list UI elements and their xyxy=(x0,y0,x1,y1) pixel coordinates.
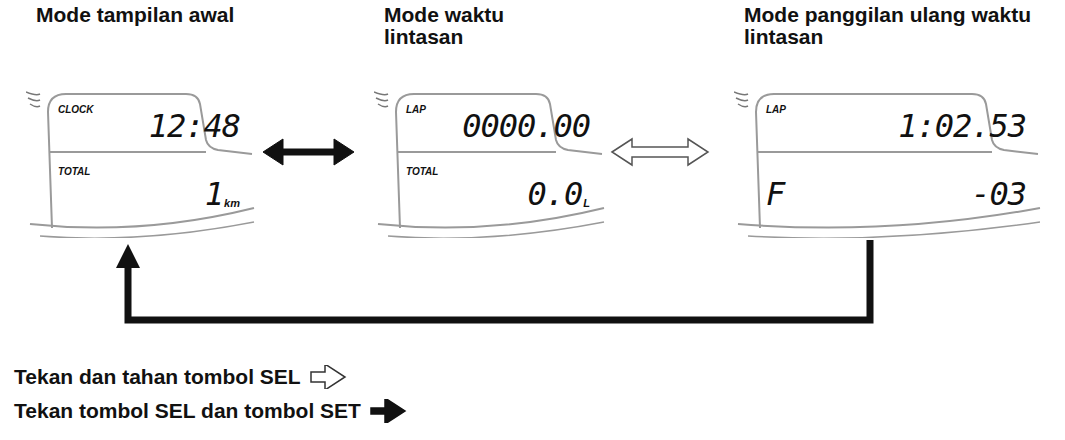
bezel-arc xyxy=(388,222,604,238)
light-mark xyxy=(738,104,748,107)
light-mark xyxy=(30,104,40,107)
lcd-row: LAP 1:02.53 xyxy=(766,98,1026,144)
legend-text: Tekan dan tahan tombol SEL xyxy=(14,365,301,389)
lcd-digits: 0.0 xyxy=(527,176,582,212)
lcd-label: CLOCK xyxy=(58,104,94,115)
lcd-panel: CLOCK 12:48TOTAL 1km xyxy=(26,88,256,238)
lcd-row: TOTAL 1km xyxy=(58,160,240,212)
light-mark xyxy=(26,92,40,95)
mode-display: Mode waktu lintasanLAP 0000.00TOTAL 0.0L xyxy=(358,4,608,242)
lcd-label: TOTAL xyxy=(406,166,438,177)
black-double-arrow xyxy=(263,139,354,165)
lcd-unit: L xyxy=(583,197,590,209)
mode-heading: Mode tampilan awal xyxy=(36,4,236,26)
legend-arrow-sample xyxy=(369,399,409,423)
lcd-label: LAP xyxy=(766,104,786,115)
mode-connector xyxy=(116,240,870,320)
mode-display: Mode panggilan ulang waktu lintasanLAP1:… xyxy=(712,4,1052,242)
legend: Tekan dan tahan tombol SEL Tekan tombol S… xyxy=(14,360,409,428)
lcd-row: CLOCK 12:48 xyxy=(58,98,240,144)
mode-heading: Mode panggilan ulang waktu lintasan xyxy=(744,4,1065,48)
legend-text: Tekan tombol SEL dan tombol SET xyxy=(14,399,361,423)
light-mark xyxy=(736,98,748,101)
lcd-digits: 0000.00 xyxy=(462,108,590,144)
lcd-border xyxy=(396,94,602,228)
lcd-unit: km xyxy=(224,197,240,209)
lcd-panel: LAP 1:02.53F -03 xyxy=(734,88,1042,238)
bezel-arc xyxy=(40,222,254,238)
mode-connector xyxy=(263,139,354,165)
light-mark xyxy=(378,104,388,107)
lcd-digits: -03 xyxy=(971,176,1026,212)
lcd-row: LAP 0000.00 xyxy=(406,98,590,144)
lcd-label: TOTAL xyxy=(58,166,90,177)
mode-heading: Mode waktu lintasan xyxy=(384,4,584,48)
arrow-head xyxy=(116,244,140,268)
lcd-border xyxy=(48,94,252,228)
legend-row: Tekan dan tahan tombol SEL xyxy=(14,360,409,394)
light-mark xyxy=(374,92,388,95)
light-mark xyxy=(734,92,748,95)
lcd-divider xyxy=(758,151,992,153)
lcd-digits: F xyxy=(766,176,784,212)
mode-display: Mode tampilan awalCLOCK 12:48TOTAL 1km xyxy=(14,4,259,242)
white-arrow xyxy=(311,365,345,389)
lcd-divider xyxy=(398,151,556,153)
lcd-digits: 1:02.53 xyxy=(898,108,1026,144)
lcd-border xyxy=(756,94,1038,228)
lcd-row: F -03 xyxy=(766,160,1026,212)
lcd-panel: LAP 0000.00TOTAL 0.0L xyxy=(374,88,606,238)
lcd-divider xyxy=(50,151,206,153)
mode-connector xyxy=(612,139,708,165)
light-mark xyxy=(28,98,40,101)
bezel-arc xyxy=(748,222,1040,238)
black-arrow xyxy=(371,399,405,423)
return-line xyxy=(128,240,870,320)
white-double-arrow xyxy=(612,139,708,165)
legend-arrow-sample xyxy=(309,365,349,389)
light-mark xyxy=(376,98,388,101)
lcd-label: LAP xyxy=(406,104,426,115)
lcd-row: TOTAL 0.0L xyxy=(406,160,590,212)
lcd-digits: 1 xyxy=(205,176,223,212)
legend-row: Tekan tombol SEL dan tombol SET xyxy=(14,394,409,428)
lcd-digits: 12:48 xyxy=(149,108,240,144)
